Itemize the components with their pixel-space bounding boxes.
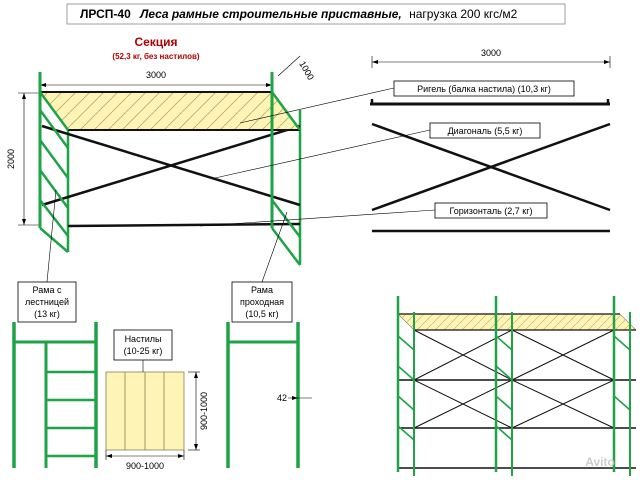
callout-horizontal: Горизонталь (2,7 кг): [199, 202, 548, 227]
dimension-section-height: 2000: [6, 92, 40, 226]
pass-frame-line1: Рама: [251, 285, 273, 295]
decks-line2: (10-25 кг): [124, 346, 163, 356]
diagonal-label: Диагональ (5,5 кг): [448, 126, 523, 136]
svg-text:ЛРСП-40 Леса рамные стро: ЛРСП-40 Леса рамные строительные пристав…: [80, 7, 518, 21]
assembled-scaffold: [396, 296, 637, 476]
deck-panel: [105, 360, 185, 451]
rigel-label: Ригель (балка настила) (10,3 кг): [417, 84, 551, 94]
dimension-deck-width: 900-1000: [105, 450, 185, 471]
dimension-section-depth: 1000: [277, 55, 316, 82]
dim-deck-width: 900-1000: [126, 461, 164, 471]
ladder-frame-line1: Рама с: [33, 285, 62, 295]
pass-frame-line2: проходная: [240, 297, 284, 307]
watermark-text: Avito: [585, 455, 615, 469]
ladder-frame-line3: (13 кг): [34, 309, 60, 319]
callout-pass-frame: Рама проходная (10,5 кг): [231, 211, 293, 323]
callout-decks: Настилы (10-25 кг): [113, 329, 173, 361]
callout-rigel: Ригель (балка настила) (10,3 кг): [239, 80, 575, 124]
callout-diagonal: Диагональ (5,5 кг): [214, 122, 541, 179]
dim-frame-offset: 42: [277, 393, 287, 403]
part-rigel: [370, 99, 610, 106]
ladder-frame: [12, 322, 98, 468]
title-code: ЛРСП-40: [80, 7, 131, 21]
dim-deck-length: 900-1000: [199, 392, 209, 430]
dim-section-width: 3000: [146, 70, 166, 80]
section-label: Секция: [134, 35, 177, 49]
dim-section-depth: 1000: [297, 59, 316, 81]
dimension-deck-length: 900-1000: [188, 371, 209, 451]
callout-ladder-frame: Рама с лестницей (13 кг): [17, 189, 77, 323]
title-rest: нагрузка 200 кгс/м2: [409, 7, 518, 21]
scaffold-section: [38, 72, 302, 266]
decks-line1: Настилы: [125, 334, 162, 344]
pass-frame: [226, 322, 300, 468]
pass-frame-line3: (10,5 кг): [245, 309, 278, 319]
dim-section-height: 2000: [6, 149, 16, 169]
section-sub: (52,3 кг, без настилов): [112, 52, 199, 61]
dimension-ledger-span: 3000: [371, 48, 611, 68]
ladder-frame-line2: лестницей: [25, 297, 69, 307]
part-diagonal: [371, 122, 611, 212]
dimension-frame-offset: 42: [277, 393, 312, 403]
title-box: ЛРСП-40 Леса рамные строительные пристав…: [66, 3, 566, 25]
dim-ledger-span: 3000: [481, 48, 501, 58]
horizontal-label: Горизонталь (2,7 кг): [449, 206, 532, 216]
title-italic: Леса рамные строительные приставные,: [139, 7, 402, 21]
